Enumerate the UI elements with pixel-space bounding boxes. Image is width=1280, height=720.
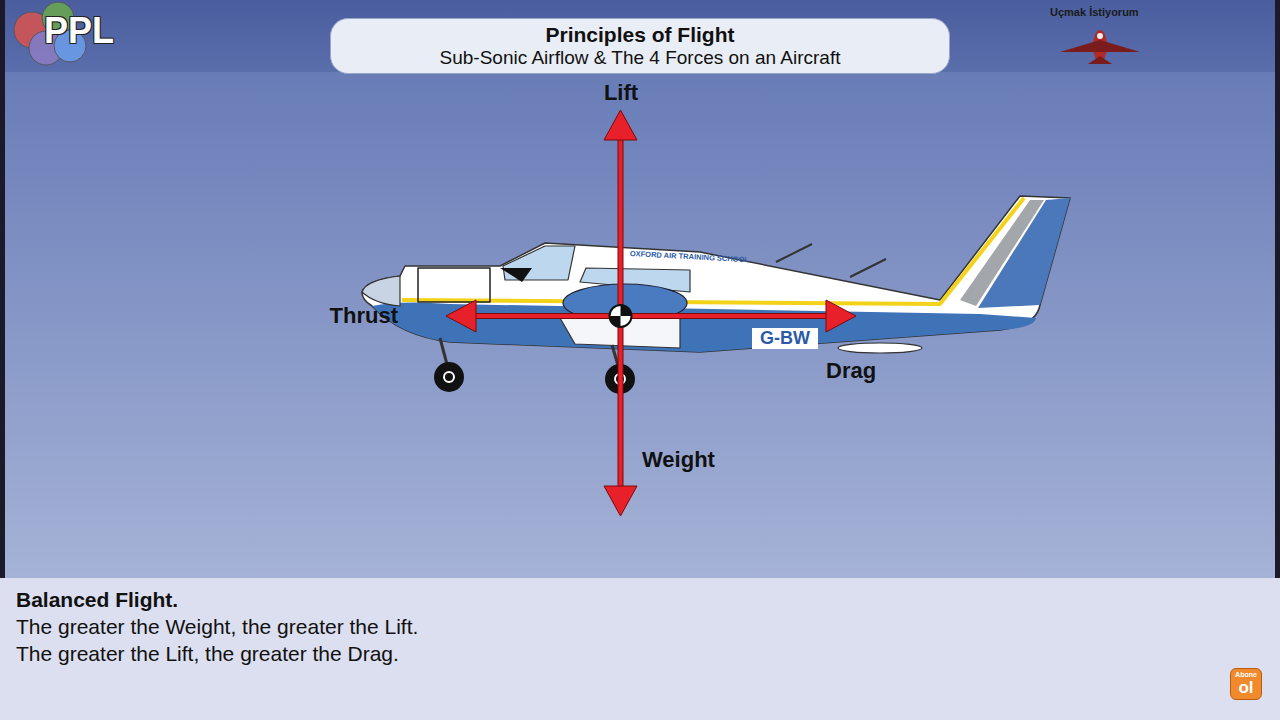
node-heading: Balanced Flight.	[16, 586, 1264, 613]
header-bar	[0, 0, 1280, 72]
node-heading: Abone	[1234, 671, 1258, 679]
node-heading: Principles of Flight	[351, 23, 929, 47]
force-label: Weight	[642, 447, 715, 472]
caption-panel: Balanced Flight.The greater the Weight, …	[0, 578, 1280, 720]
force-label: Thrust	[330, 303, 398, 328]
registration-mark: G-BW	[752, 328, 818, 349]
force-arrows	[446, 110, 856, 516]
node-text: ol	[1234, 679, 1258, 697]
subscribe-badge: Aboneol	[1230, 668, 1262, 700]
aircraft	[362, 196, 1070, 394]
title-box: Principles of FlightSub-Sonic Airflow & …	[330, 18, 950, 74]
node-text: The greater the Lift, the greater the Dr…	[16, 640, 1264, 667]
centre-of-gravity	[610, 305, 632, 327]
ppl-logo-text: PPL	[44, 10, 114, 51]
node-text: The greater the Weight, the greater the …	[16, 613, 1264, 640]
jet-logo	[1060, 30, 1140, 64]
force-label: Lift	[604, 80, 638, 105]
force-label: Drag	[826, 358, 876, 383]
node-text: Sub-Sonic Airflow & The 4 Forces on an A…	[351, 47, 929, 69]
channel-logo-text: Uçmak İstiyorum	[1050, 6, 1139, 19]
